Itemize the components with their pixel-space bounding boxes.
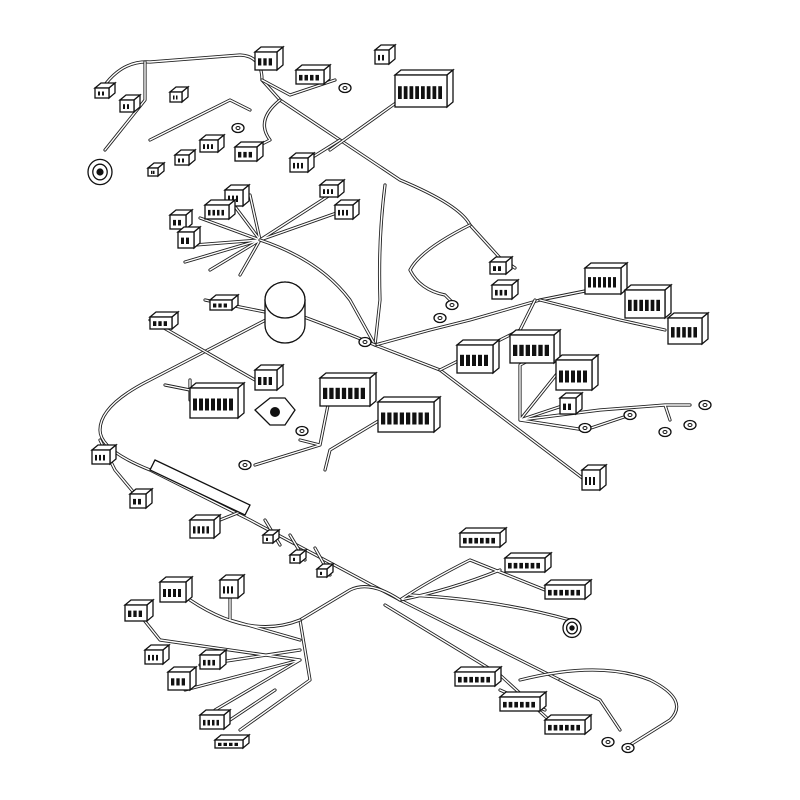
connector-icon bbox=[453, 665, 503, 688]
grommet-icon bbox=[87, 158, 113, 186]
connector-icon bbox=[93, 81, 117, 100]
wire bbox=[138, 593, 302, 722]
ring-terminal-icon bbox=[358, 336, 372, 348]
relay-icon bbox=[623, 283, 673, 320]
wire bbox=[260, 78, 337, 97]
connector-icon bbox=[318, 178, 346, 199]
ring-terminal-icon bbox=[658, 426, 672, 438]
terminal-icon bbox=[288, 548, 308, 565]
connector-icon bbox=[203, 198, 237, 221]
connector-icon bbox=[213, 733, 251, 750]
terminal-icon bbox=[261, 528, 281, 545]
connector-icon bbox=[253, 45, 285, 72]
sensor-icon bbox=[264, 281, 306, 344]
connector-icon bbox=[488, 255, 514, 276]
connector-icon bbox=[288, 151, 316, 174]
connector-icon bbox=[188, 381, 246, 420]
wire bbox=[408, 223, 472, 307]
connector-icon bbox=[198, 708, 232, 731]
wire bbox=[323, 418, 382, 472]
connector-icon bbox=[333, 198, 361, 221]
connector-icon bbox=[123, 598, 155, 623]
terminal-icon bbox=[315, 562, 335, 579]
connector-icon bbox=[90, 443, 118, 466]
connector-icon bbox=[208, 293, 240, 312]
ring-terminal-icon bbox=[295, 425, 309, 437]
relay-icon bbox=[583, 261, 629, 296]
connector-icon bbox=[218, 573, 246, 600]
grommet-icon bbox=[562, 617, 582, 639]
ring-terminal-icon bbox=[683, 419, 697, 431]
connector-icon bbox=[173, 148, 197, 167]
fuse-block-icon bbox=[393, 68, 455, 109]
ring-terminal-icon bbox=[623, 409, 637, 421]
relay-icon bbox=[455, 338, 501, 375]
connector-icon bbox=[253, 363, 285, 392]
wire bbox=[183, 193, 347, 277]
connector-icon bbox=[458, 526, 508, 549]
connector-icon bbox=[543, 578, 593, 601]
relay-socket-icon bbox=[254, 397, 296, 426]
ring-terminal-icon bbox=[601, 736, 615, 748]
connector-icon bbox=[143, 643, 171, 666]
connector-icon bbox=[148, 310, 180, 331]
ring-terminal-icon bbox=[578, 422, 592, 434]
ring-terminal-icon bbox=[231, 122, 245, 134]
wire bbox=[398, 558, 572, 622]
connector-icon bbox=[490, 278, 520, 301]
wire bbox=[103, 60, 147, 152]
connector-icon bbox=[198, 133, 226, 154]
wire bbox=[98, 308, 602, 702]
relay-icon bbox=[666, 311, 710, 346]
relay-icon bbox=[508, 328, 562, 365]
connector-icon bbox=[118, 93, 142, 114]
components bbox=[87, 43, 712, 754]
harness-bracket bbox=[149, 459, 251, 516]
ring-terminal-icon bbox=[698, 399, 712, 411]
connector-icon bbox=[294, 63, 332, 86]
connector-icon bbox=[376, 395, 442, 434]
wire bbox=[253, 393, 332, 467]
connector-icon bbox=[168, 85, 190, 104]
connector-icon bbox=[128, 487, 154, 510]
connector-icon bbox=[503, 551, 553, 574]
wire bbox=[248, 98, 282, 152]
wire bbox=[258, 238, 377, 347]
wire bbox=[373, 288, 592, 347]
connector-icon bbox=[233, 140, 265, 163]
connector-icon bbox=[373, 43, 397, 66]
connector-icon bbox=[543, 713, 593, 736]
connector-icon bbox=[580, 463, 608, 492]
ring-terminal-icon bbox=[445, 299, 459, 311]
wire bbox=[238, 585, 402, 732]
connector-icon bbox=[166, 665, 198, 692]
connector-icon bbox=[198, 648, 228, 671]
connector-icon bbox=[558, 391, 584, 416]
ring-terminal-icon bbox=[238, 459, 252, 471]
ring-terminal-icon bbox=[338, 82, 352, 94]
relay-icon bbox=[554, 353, 600, 392]
connector-icon bbox=[188, 513, 222, 540]
connector-icon bbox=[158, 575, 194, 604]
connector-icon bbox=[318, 371, 378, 408]
connector-icon bbox=[498, 690, 548, 713]
connector-icon bbox=[176, 225, 202, 250]
ring-terminal-icon bbox=[621, 742, 635, 754]
wire bbox=[148, 98, 252, 142]
wire bbox=[373, 183, 387, 347]
connector-icon bbox=[168, 208, 194, 231]
wire bbox=[538, 298, 667, 332]
connector-icon bbox=[146, 161, 166, 178]
ring-terminal-icon bbox=[433, 312, 447, 324]
